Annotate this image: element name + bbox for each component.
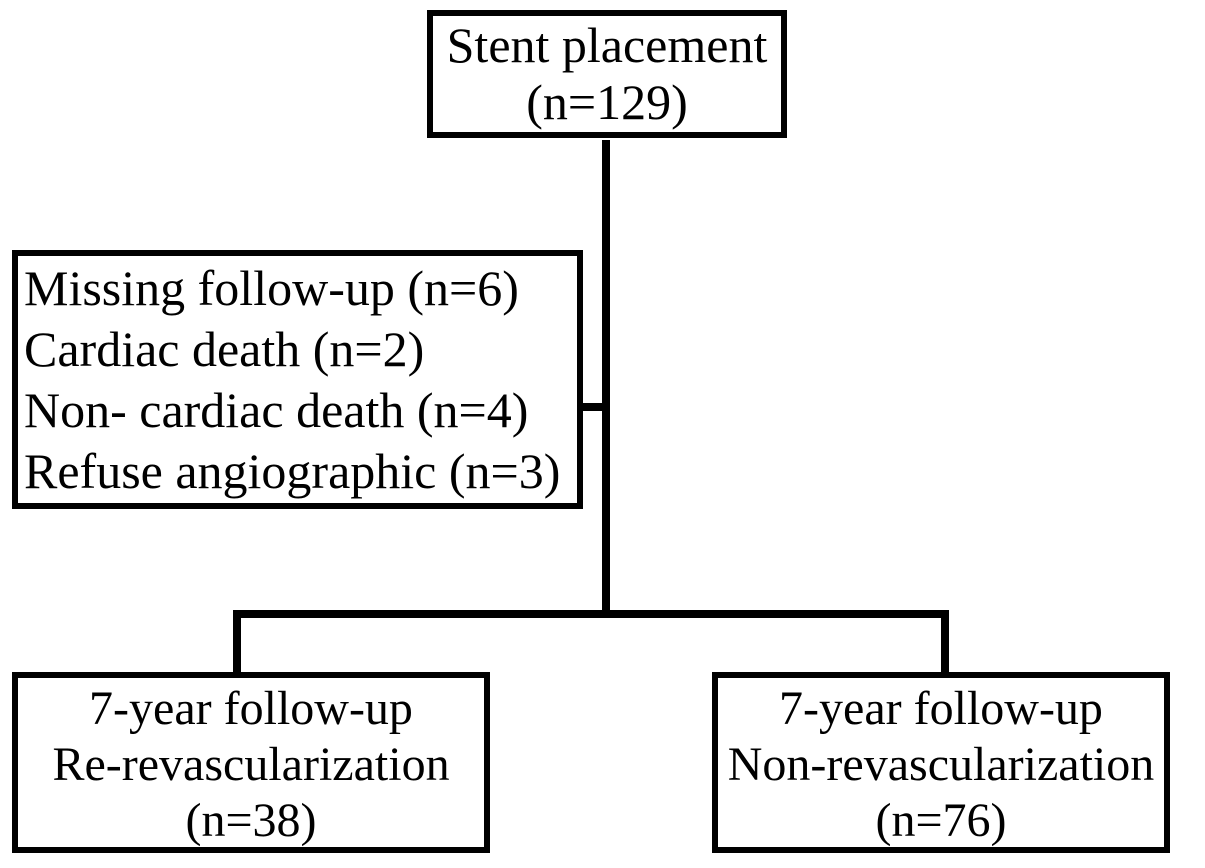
connector-trunk-line xyxy=(602,140,610,618)
node-text-line: Non-revascularization xyxy=(727,738,1155,791)
node-count: (n=38) xyxy=(185,794,317,847)
node-non-revascularization: 7-year follow-up Non-revascularization (… xyxy=(712,672,1170,853)
connector-branch-bar-line xyxy=(233,610,949,618)
node-exclusions: Missing follow-up (n=6) Cardiac death (n… xyxy=(12,250,583,509)
connector-branch-left-line xyxy=(233,610,241,672)
exclusion-item: Cardiac death (n=2) xyxy=(24,321,425,377)
exclusion-item: Non- cardiac death (n=4) xyxy=(24,382,529,438)
connector-branch-right-line xyxy=(941,610,949,672)
node-text-line: Re-revascularization xyxy=(52,738,450,791)
node-text-line: 7-year follow-up xyxy=(779,682,1103,735)
node-count: (n=76) xyxy=(875,794,1007,847)
connector-exclusions-line xyxy=(583,403,606,411)
node-stent-placement: Stent placement (n=129) xyxy=(427,10,787,138)
exclusion-item: Missing follow-up (n=6) xyxy=(24,260,519,316)
node-count: (n=129) xyxy=(526,74,688,130)
node-text-line: 7-year follow-up xyxy=(89,682,413,735)
node-re-revascularization: 7-year follow-up Re-revascularization (n… xyxy=(12,672,490,853)
exclusion-item: Refuse angiographic (n=3) xyxy=(24,443,561,499)
node-text-line: Stent placement xyxy=(446,17,768,73)
